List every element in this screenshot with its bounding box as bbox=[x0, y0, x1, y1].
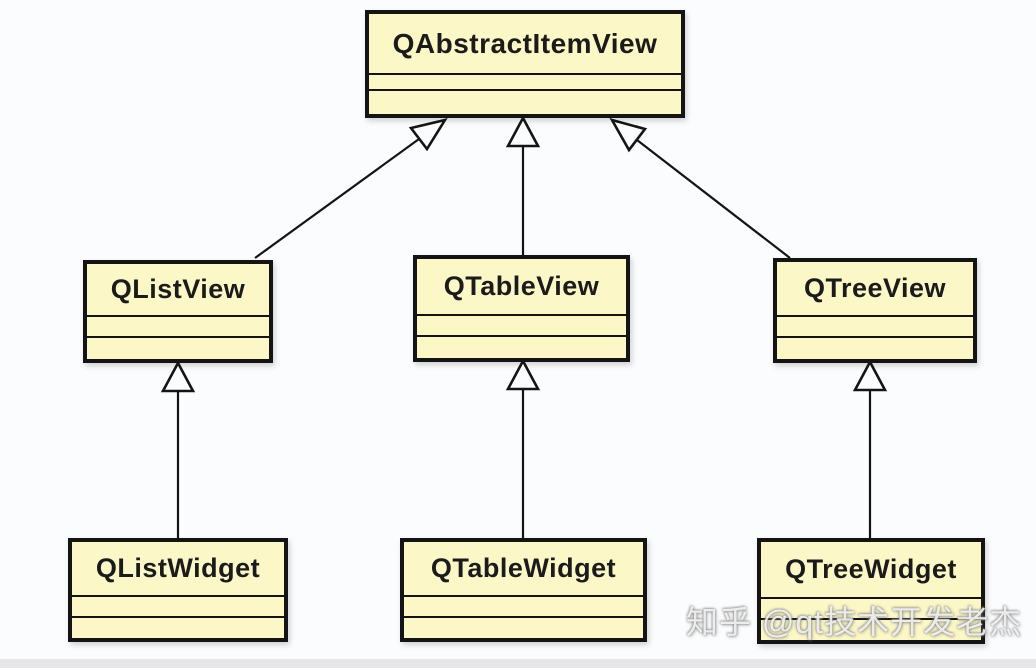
class-name: QListWidget bbox=[95, 553, 261, 583]
methods-compartment bbox=[72, 616, 284, 638]
class-box-qabstractitemview: QAbstractItemView bbox=[365, 10, 685, 118]
class-name: QTableView bbox=[443, 271, 600, 301]
attributes-compartment bbox=[369, 73, 681, 89]
class-name: QListView bbox=[110, 274, 246, 304]
class-name: QTableWidget bbox=[430, 553, 617, 583]
bottom-edge-bar bbox=[0, 659, 1036, 668]
methods-compartment bbox=[87, 336, 269, 359]
attributes-compartment bbox=[777, 315, 973, 336]
generalization-arrowhead-icon bbox=[852, 359, 888, 392]
class-box-qtablewidget: QTableWidget bbox=[400, 538, 647, 642]
attributes-compartment bbox=[72, 595, 284, 616]
attributes-compartment bbox=[417, 314, 626, 335]
class-name: QTreeWidget bbox=[785, 554, 957, 584]
class-box-qlistview: QListView bbox=[83, 260, 273, 363]
generalization-arrowhead-icon bbox=[160, 360, 196, 393]
methods-compartment bbox=[417, 335, 626, 358]
class-name: QAbstractItemView bbox=[392, 27, 658, 59]
methods-compartment bbox=[777, 336, 973, 359]
attributes-compartment bbox=[87, 315, 269, 336]
inheritance-line-qtreeview bbox=[636, 139, 791, 259]
generalization-arrowhead-icon bbox=[505, 358, 541, 391]
class-box-qlistwidget: QListWidget bbox=[68, 538, 288, 642]
class-box-qtableview: QTableView bbox=[413, 255, 630, 362]
class-name: QTreeView bbox=[803, 273, 947, 303]
methods-compartment bbox=[761, 618, 981, 640]
generalization-arrowhead-icon bbox=[408, 118, 448, 152]
inheritance-line-qlistview bbox=[254, 138, 420, 259]
attributes-compartment bbox=[404, 595, 643, 616]
methods-compartment bbox=[369, 89, 681, 114]
zhihu-watermark: 知乎 @qt技术开发老杰 bbox=[686, 604, 1023, 640]
attributes-compartment bbox=[761, 597, 981, 618]
class-box-qtreewidget: QTreeWidget bbox=[757, 538, 985, 644]
class-box-qtreeview: QTreeView bbox=[773, 258, 977, 363]
methods-compartment bbox=[404, 616, 643, 638]
generalization-arrowhead-icon bbox=[609, 117, 648, 153]
generalization-arrowhead-icon bbox=[505, 115, 541, 148]
